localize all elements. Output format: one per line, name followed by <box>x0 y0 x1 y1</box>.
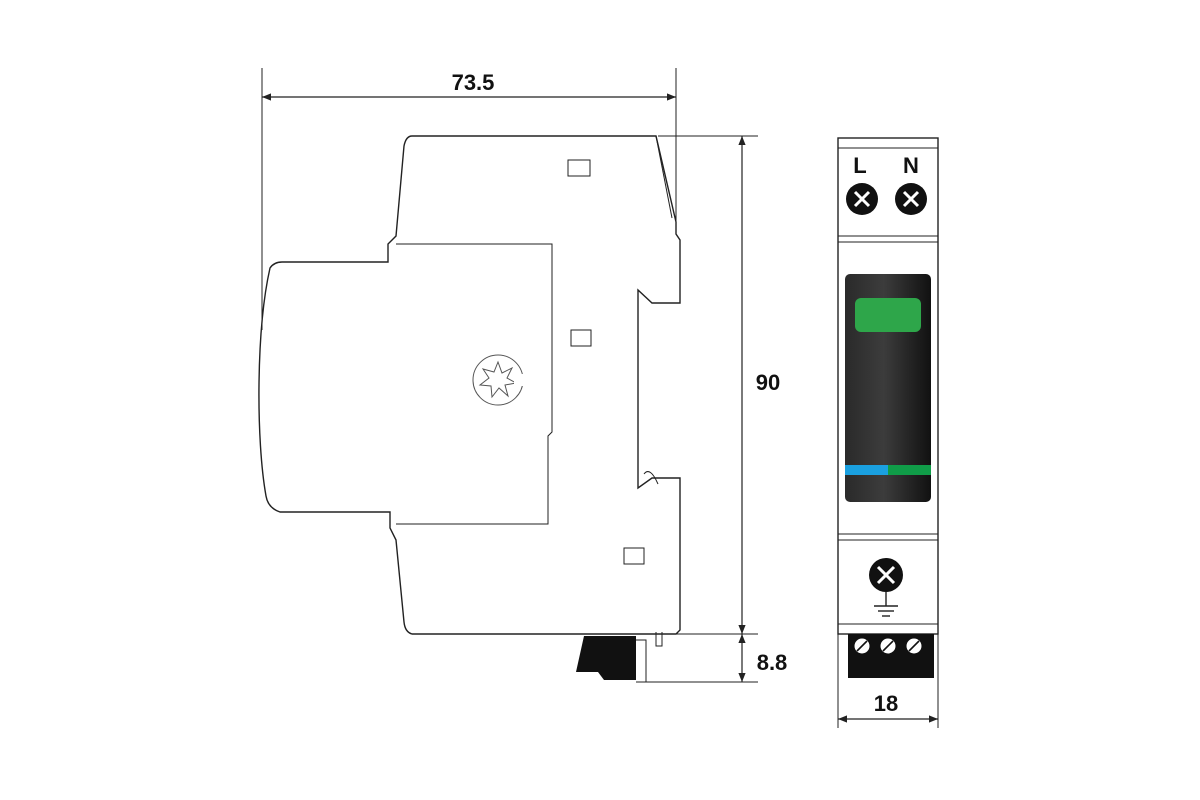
din-rail-clip <box>576 636 636 680</box>
front-view: L N <box>837 137 939 728</box>
stripe-green <box>888 465 931 475</box>
status-indicator-window <box>855 298 921 332</box>
dimension-label-width: 73.5 <box>452 70 495 95</box>
dimension-label-height: 90 <box>756 370 780 395</box>
stripe-blue <box>845 465 888 475</box>
terminal-label-neutral: N <box>903 153 919 178</box>
dimension-label-rail-depth: 8.8 <box>757 650 788 675</box>
screw-icon <box>869 558 903 592</box>
screw-icon <box>895 183 927 215</box>
dimension-label-module-width: 18 <box>874 691 898 716</box>
screw-icon <box>846 183 878 215</box>
side-view: 73.5 90 8.8 <box>258 68 788 683</box>
flash-logo-icon <box>472 354 526 406</box>
ground-icon <box>874 592 898 617</box>
terminal-label-line: L <box>853 153 866 178</box>
